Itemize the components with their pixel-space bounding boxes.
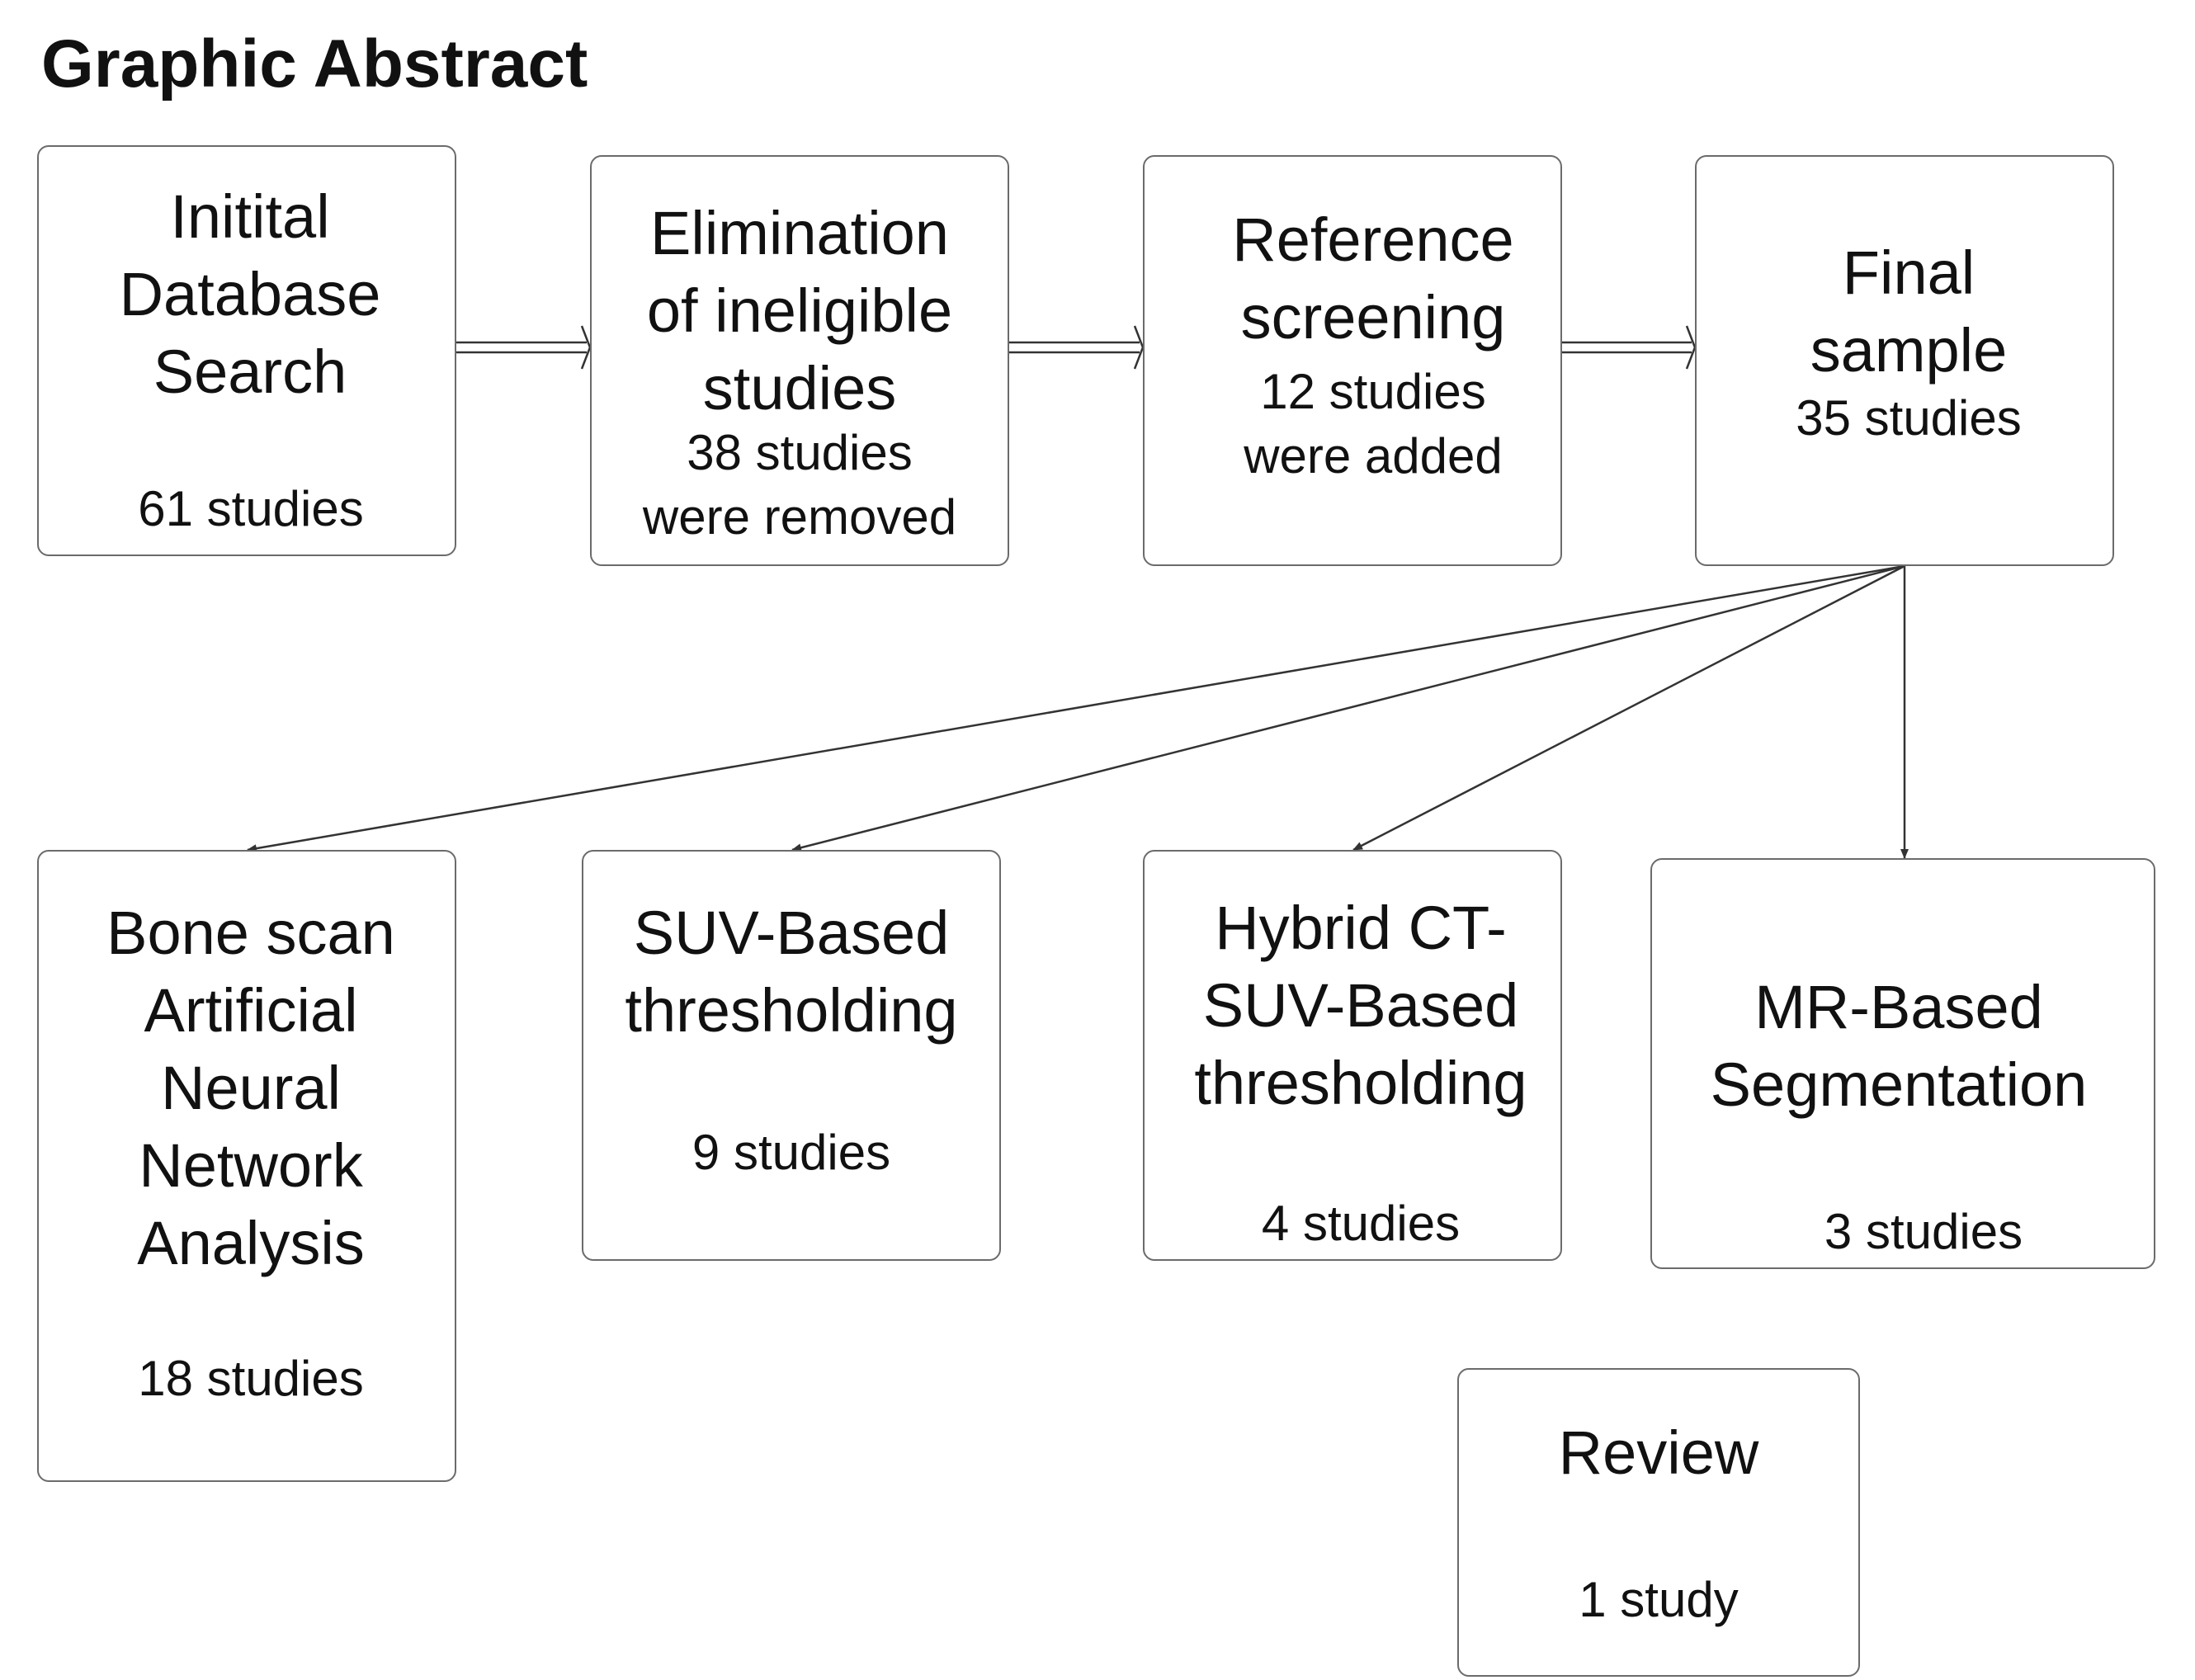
node-count: 61 studies bbox=[138, 481, 364, 536]
node-heading: MR-Based Segmentation bbox=[1710, 973, 2088, 1119]
node-mr-based-segmentation: MR-Based Segmentation 3 studies bbox=[1650, 858, 2155, 1269]
node-initial-database-search: Initital Database Search 61 studies bbox=[37, 145, 456, 556]
edge-elim-to-ref bbox=[1009, 325, 1145, 370]
node-count: 9 studies bbox=[692, 1125, 891, 1180]
node-heading: Reference screening bbox=[1232, 205, 1514, 352]
node-bone-scan-ann: Bone scan Artificial Neural Network Anal… bbox=[37, 850, 456, 1482]
node-heading: Bone scan Artificial Neural Network Anal… bbox=[106, 899, 395, 1277]
node-heading: Hybrid CT- SUV-Based thresholding bbox=[1194, 894, 1527, 1117]
node-elimination: Elimination of ineligible studies 38 stu… bbox=[590, 155, 1009, 566]
edge-ref-to-final bbox=[1562, 325, 1697, 370]
node-heading: Elimination of ineligible studies bbox=[646, 199, 953, 422]
node-count: 38 studies were removed bbox=[642, 425, 957, 545]
page-title: Graphic Abstract bbox=[41, 26, 588, 101]
edge-final-to-hybrid bbox=[1352, 564, 1905, 852]
edge-initial-to-elim bbox=[456, 325, 592, 370]
node-count: 3 studies bbox=[1824, 1204, 2023, 1259]
node-heading: Final sample bbox=[1810, 238, 2008, 385]
node-heading: SUV-Based thresholding bbox=[625, 899, 958, 1045]
node-hybrid-ct-suv-thresholding: Hybrid CT- SUV-Based thresholding 4 stud… bbox=[1143, 850, 1562, 1261]
edge-final-to-suv bbox=[791, 564, 1905, 852]
node-count: 4 studies bbox=[1261, 1196, 1461, 1251]
node-count: 35 studies bbox=[1796, 390, 2022, 446]
node-heading: Initital Database Search bbox=[119, 182, 381, 406]
node-reference-screening: Reference screening 12 studies were adde… bbox=[1143, 155, 1562, 566]
node-count: 12 studies were added bbox=[1244, 364, 1503, 484]
node-heading: Review bbox=[1558, 1418, 1759, 1487]
node-review: Review 1 study bbox=[1457, 1368, 1860, 1677]
node-suv-based-thresholding: SUV-Based thresholding 9 studies bbox=[582, 850, 1001, 1261]
node-final-sample: Final sample 35 studies bbox=[1695, 155, 2114, 566]
node-count: 18 studies bbox=[138, 1351, 364, 1406]
node-count: 1 study bbox=[1579, 1572, 1739, 1627]
edge-final-to-bone bbox=[247, 564, 1905, 853]
